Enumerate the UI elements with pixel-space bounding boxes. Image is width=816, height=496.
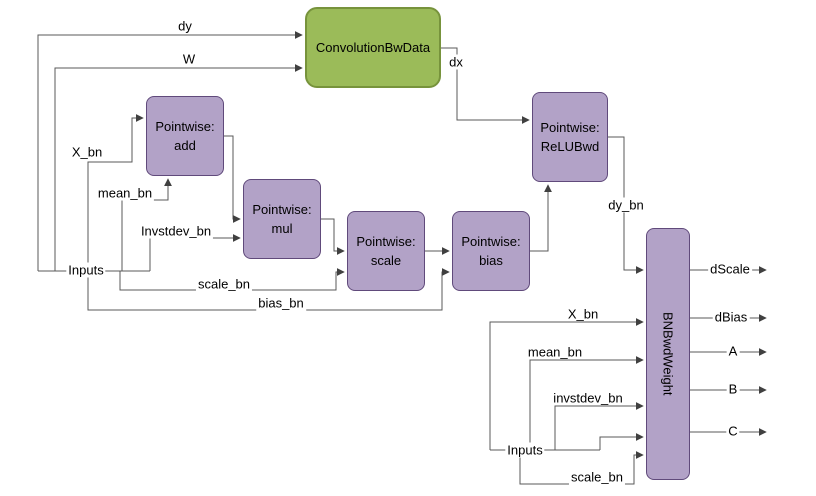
edge-label-dbias: dBias [712,309,750,325]
node-convolution-bw-data: ConvolutionBwData [305,7,441,88]
edge-mul-to-scale [321,218,345,255]
edge-label-x-bn-2: X_bn [565,306,601,322]
node-pointwise-bias: Pointwise: bias [452,211,530,291]
node-label-line2: add [174,138,196,153]
edge-label-x-bn: X_bn [69,144,105,160]
edge-label-b: B [726,381,740,397]
edge-label-bias-bn: bias_bn [256,295,306,311]
edge-label-a: A [726,343,740,359]
edge-invstdev-bn-2 [554,402,644,450]
node-label: ConvolutionBwData [315,39,431,55]
edge-label-dy-bn: dy_bn [606,197,646,213]
edge-invstdev-bn [149,234,241,271]
node-pointwise-mul: Pointwise: mul [243,179,321,259]
node-pointwise-add: Pointwise: add [146,96,224,176]
node-label-line1: Pointwise: [356,233,416,249]
edge-x-bn [87,114,144,271]
edge-label-dx: dx [447,54,465,70]
edge-label-inputs-right: Inputs [505,442,545,458]
node-label: BNBwdWeight [660,312,676,396]
edge-label-w: W [180,51,198,67]
edge-label-dy: dy [176,18,194,34]
edge-label-invstdev-bn-2: invstdev_bn [551,390,625,406]
edge-label-scale-bn-2: scale_bn [568,469,626,485]
edge-w [54,64,303,271]
edge-x-bn-2 [489,318,644,450]
edge-dy [37,31,303,271]
node-label-line1: Pointwise: [252,201,312,217]
edge-label-scale-bn: scale_bn [195,276,253,292]
edge-label-mean-bn: mean_bn [95,185,155,201]
edge-label-mean-bn-2: mean_bn [525,344,585,360]
edge-mean-bn-2 [529,356,644,450]
node-label-line1: Pointwise: [155,118,215,134]
node-pointwise-relubwd: Pointwise: ReLUBwd [532,92,608,182]
node-bn-bwd-weight: BNBwdWeight [646,228,690,480]
edge-label-dscale: dScale [708,261,752,277]
edge-scale-bn [119,268,345,291]
edge-bias-to-relu [530,184,552,252]
edge-bias-bn [87,268,450,311]
edge-label-c: C [726,423,740,439]
edge-inputs-right [599,433,644,450]
node-pointwise-scale: Pointwise: scale [347,211,425,291]
edge-label-invstdev-bn: Invstdev_bn [138,223,214,239]
node-label-line2: mul [271,221,293,236]
node-label-line2: scale [370,253,402,268]
node-label-line2: ReLUBwd [540,139,600,154]
node-label-line1: Pointwise: [461,233,521,249]
edge-add-to-mul [224,135,241,223]
edge-dx [441,47,530,124]
node-label-line1: Pointwise: [540,119,600,135]
edge-scale-bn-2 [519,450,644,485]
edge-label-inputs-left: Inputs [66,262,106,278]
node-label-line2: bias [479,253,503,268]
